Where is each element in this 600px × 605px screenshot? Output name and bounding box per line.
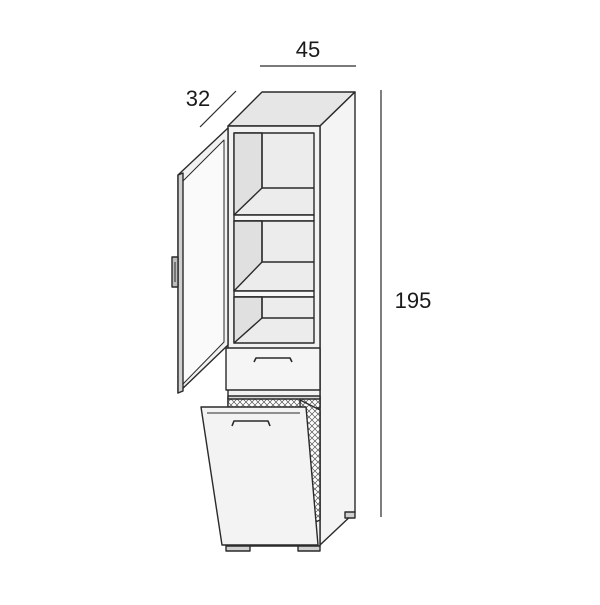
- cabinet-side-panel: [319, 91, 356, 546]
- foot-right: [297, 545, 321, 552]
- height-label: 195: [395, 288, 432, 313]
- shelf-compartments: [233, 132, 315, 344]
- door-edge: [177, 172, 184, 394]
- foot-left: [225, 545, 251, 552]
- shelf-1: [233, 214, 315, 222]
- hamper-door-handle: [231, 420, 271, 427]
- drawer-front: [225, 347, 321, 391]
- drawer-handle: [253, 357, 293, 363]
- depth-label: 32: [186, 86, 210, 111]
- depth-dimension-line: [199, 90, 237, 128]
- hamper-door: [200, 406, 319, 546]
- foot-back: [344, 511, 356, 519]
- width-label: 45: [296, 37, 320, 62]
- shelf-2: [233, 290, 315, 298]
